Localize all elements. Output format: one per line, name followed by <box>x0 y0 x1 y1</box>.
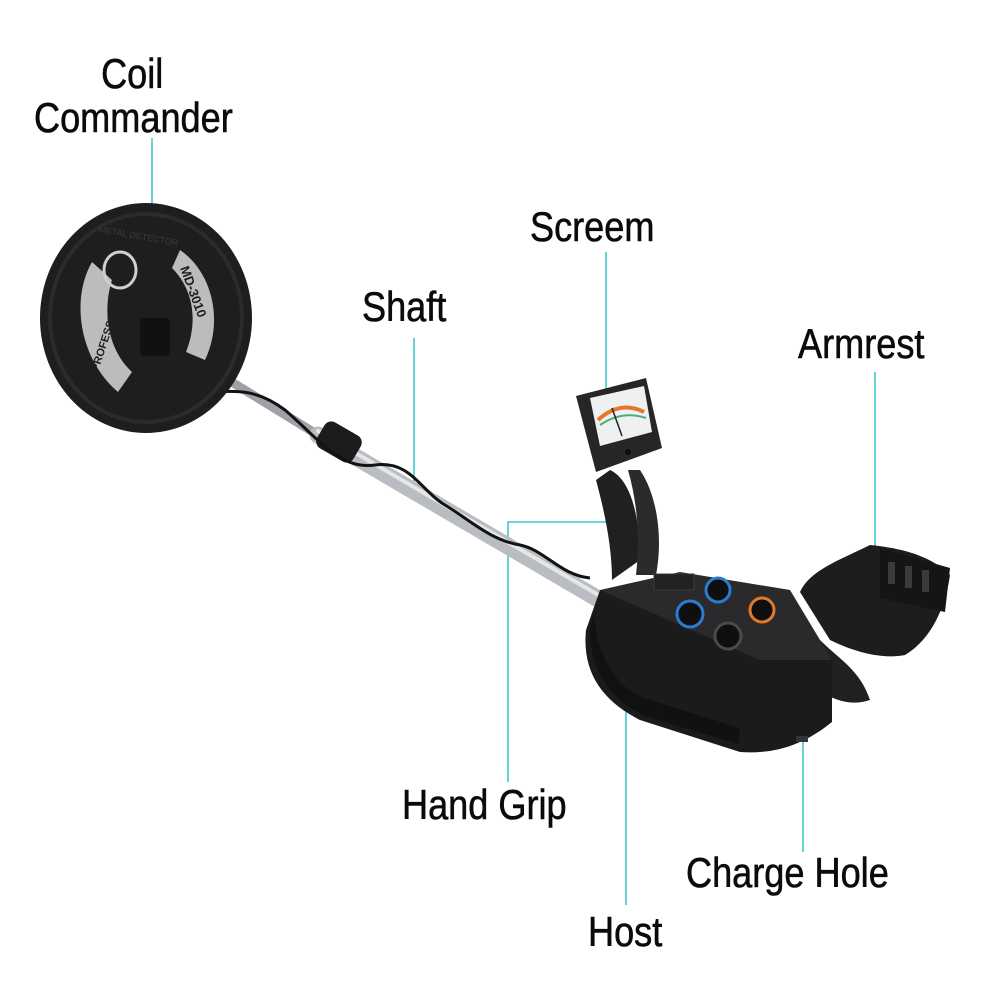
control-box <box>585 572 832 753</box>
coil-mount <box>140 318 170 356</box>
knob-bottom <box>713 621 743 651</box>
label-coil-line1: Coil <box>101 50 164 97</box>
label-host: Host <box>588 908 663 955</box>
label-hand-grip: Hand Grip <box>402 781 567 828</box>
search-coil: PROFESSIONAL MD-3010 METAL DETECTOR <box>40 203 252 433</box>
label-charge-hole: Charge Hole <box>686 849 889 896</box>
knob-orange <box>748 596 776 624</box>
coil-cable <box>159 389 591 580</box>
shaft-lock-clamp <box>316 421 362 463</box>
knob-blue-center <box>704 576 732 604</box>
label-screen: Screem <box>530 203 655 250</box>
meter-screen <box>576 378 662 472</box>
switch-panel <box>653 573 695 591</box>
knob-blue-left <box>675 599 705 629</box>
label-armrest: Armrest <box>798 320 925 367</box>
label-shaft: Shaft <box>362 283 447 330</box>
hand-grip-leader-line <box>507 521 628 782</box>
label-coil-line2: Commander <box>34 94 233 141</box>
hand-grip <box>596 470 659 580</box>
label-coil-commander: Coil Commander <box>34 50 233 141</box>
shaft <box>155 333 609 609</box>
charge-hole <box>796 736 808 742</box>
